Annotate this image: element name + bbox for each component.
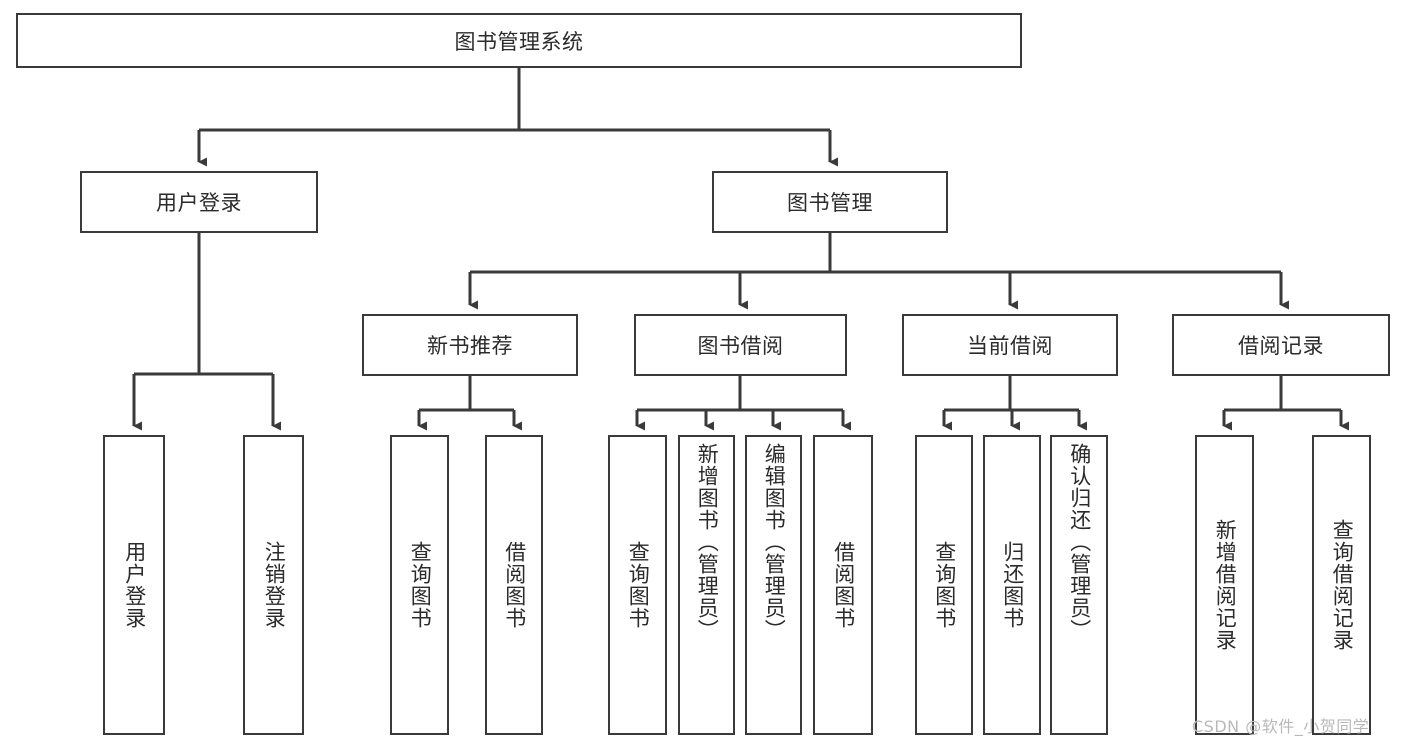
node-leaf-user-login[interactable]: 用户登录 [103, 435, 165, 735]
node-book-borrow-label: 图书借阅 [697, 334, 784, 358]
node-leaf-borrow-book-rec[interactable]: 借阅图书 [485, 435, 543, 735]
edge-currentborrow-to-leaves [942, 376, 1087, 431]
node-book-management[interactable]: 图书管理 [712, 171, 948, 233]
node-new-book-recommend-label: 新书推荐 [427, 334, 513, 358]
edge-bookmgmt-to-level2 [468, 233, 1289, 310]
node-borrow-record[interactable]: 借阅记录 [1172, 314, 1390, 376]
node-leaf-query-book-borrow[interactable]: 查询图书 [608, 435, 667, 735]
node-current-borrow-label: 当前借阅 [967, 334, 1053, 358]
csdn-watermark: CSDN @软件_小贺同学 [1192, 717, 1370, 736]
node-leaf-borrow-book-label: 借阅图书 [831, 541, 856, 629]
node-book-borrow[interactable]: 图书借阅 [634, 314, 847, 376]
node-root-label: 图书管理系统 [454, 29, 584, 54]
node-leaf-user-login-label: 用户登录 [122, 541, 147, 629]
edge-bookborrow-to-leaves [635, 376, 851, 431]
node-leaf-add-book-admin[interactable]: 新增图书（管理员） [678, 435, 735, 735]
edge-root-to-level1 [197, 68, 838, 167]
node-leaf-query-borrow-record-label: 查询借阅记录 [1330, 519, 1355, 651]
node-leaf-add-borrow-record-label: 新增借阅记录 [1213, 519, 1238, 651]
node-current-borrow[interactable]: 当前借阅 [902, 314, 1118, 376]
node-leaf-borrow-book-rec-label: 借阅图书 [502, 541, 527, 629]
node-leaf-add-borrow-record[interactable]: 新增借阅记录 [1195, 435, 1254, 735]
node-leaf-logout-login-label: 注销登录 [262, 541, 287, 629]
node-new-book-recommend[interactable]: 新书推荐 [362, 314, 578, 376]
node-leaf-confirm-return-admin-label: 确认归还（管理员） [1067, 443, 1092, 641]
node-book-management-label: 图书管理 [787, 191, 873, 215]
node-leaf-logout-login[interactable]: 注销登录 [243, 435, 304, 735]
node-leaf-query-book-current-label: 查询图书 [932, 541, 957, 629]
node-user-login-label: 用户登录 [156, 191, 242, 215]
edge-newbookrec-to-leaves [417, 376, 522, 431]
edge-userlogin-to-leaves [132, 233, 281, 431]
node-leaf-return-book-label: 归还图书 [1000, 541, 1025, 629]
node-leaf-return-book[interactable]: 归还图书 [983, 435, 1041, 735]
node-leaf-add-book-admin-label: 新增图书（管理员） [695, 443, 720, 641]
node-leaf-edit-book-admin-label: 编辑图书（管理员） [762, 443, 787, 641]
node-leaf-borrow-book[interactable]: 借阅图书 [813, 435, 873, 735]
node-leaf-query-borrow-record[interactable]: 查询借阅记录 [1312, 435, 1371, 735]
node-root[interactable]: 图书管理系统 [16, 13, 1022, 68]
node-user-login[interactable]: 用户登录 [80, 171, 318, 233]
node-leaf-query-book-borrow-label: 查询图书 [626, 541, 651, 629]
node-leaf-query-book-rec[interactable]: 查询图书 [390, 435, 449, 735]
node-borrow-record-label: 借阅记录 [1238, 334, 1324, 358]
node-leaf-query-book-current[interactable]: 查询图书 [915, 435, 973, 735]
node-leaf-confirm-return-admin[interactable]: 确认归还（管理员） [1050, 435, 1108, 735]
node-leaf-edit-book-admin[interactable]: 编辑图书（管理员） [745, 435, 802, 735]
node-leaf-query-book-rec-label: 查询图书 [408, 541, 433, 629]
edge-borrowrecord-to-leaves [1222, 376, 1349, 431]
